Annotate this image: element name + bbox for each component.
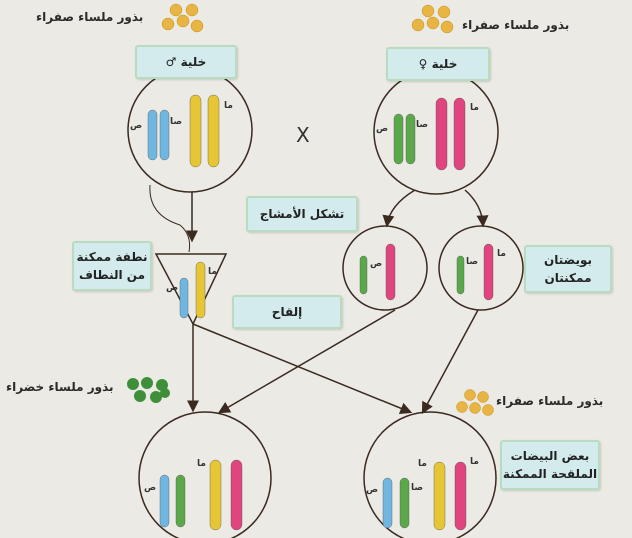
gene-label: ما [208,267,217,277]
ovule-chromosomes [359,243,494,301]
gene-label: ما [497,249,506,259]
zygote-chromosomes [159,459,467,531]
zygote-cell-1 [138,411,272,538]
gene-label: ما [224,101,233,111]
male-chromosomes [147,94,220,168]
male-cell-label: خلية ♂ [135,45,237,79]
ovules-label: بويضتان ممكنتان [524,245,612,293]
yellow-seeds-bottom-right-icon [456,389,494,416]
gene-label: ما [470,103,479,113]
gene-label: ما [197,459,206,469]
gene-label: ص [370,259,382,269]
female-chromosomes [393,97,466,171]
gene-label: ص [166,283,178,293]
gene-label: ص [130,121,142,131]
gene-label: ما [470,457,479,467]
gene-label: صا [466,257,478,267]
seeds-bottom-left-label: بذور ملساء خضراء [6,380,114,394]
fertilization-label: إلقاح [232,295,342,329]
seeds-bottom-right-label: بذور ملساء صفراء [496,394,604,408]
gene-label: صا [411,483,423,493]
ovule-cell-2 [438,225,524,311]
gene-label: ص [376,124,388,134]
pollen-nucleus-label: نطفة ممكنة من النطاف [72,241,152,291]
pollen-chromosomes [179,261,206,319]
fertilized-eggs-label: بعض البيضات الملقحة الممكنة [500,440,600,490]
gene-label: صا [416,120,428,130]
ovule-cell-1 [342,225,428,311]
pollen-tube-line [149,184,191,253]
green-seeds-icon [127,377,170,403]
gene-label: صا [170,117,182,127]
pollen-triangle [154,253,228,326]
gene-label: ص [366,485,378,495]
yellow-seeds-top-right-icon [411,4,454,34]
arrows [186,189,489,415]
cross-symbol: X [296,123,310,147]
seeds-top-right-label: بذور ملساء صفراء [462,18,570,32]
gene-label: ص [144,483,156,493]
seeds-top-left-label: بذور ملساء صفراء [36,10,144,24]
yellow-seeds-top-left-icon [161,3,204,33]
gene-label: ما [418,459,427,469]
female-cell-label: خلية ♀ [386,47,490,81]
gamete-formation-label: تشكل الأمشاج [246,196,358,232]
